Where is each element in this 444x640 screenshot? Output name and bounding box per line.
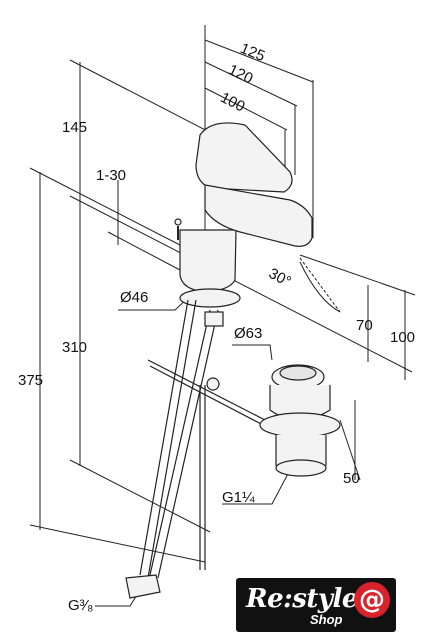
dim-30deg-label: 30° — [266, 265, 294, 291]
tap-body — [174, 122, 313, 308]
extension-line — [29, 167, 181, 246]
extension-line — [107, 231, 181, 271]
angle-line — [299, 257, 341, 313]
dim-100-right-label: 100 — [390, 329, 415, 346]
at-icon: @ — [354, 582, 390, 618]
supply-hoses — [125, 299, 224, 599]
dim-100-top-label: 100 — [218, 89, 248, 116]
dim-310-label: 310 — [62, 339, 87, 356]
dim-line-120 — [204, 61, 298, 107]
leader-63 — [232, 344, 273, 361]
dim-70-label: 70 — [356, 317, 373, 334]
dim-50-label: 50 — [343, 470, 360, 487]
extension-line — [69, 195, 413, 373]
dim-line-100 — [204, 87, 288, 131]
dim-145-label: 145 — [62, 119, 87, 136]
logo-subtext: Shop — [310, 612, 343, 627]
extension-line — [29, 524, 206, 563]
logo-text: Re:style — [246, 584, 358, 614]
dim-line-125 — [204, 39, 314, 83]
extension-line — [339, 419, 361, 481]
dim-125-label: 125 — [238, 40, 268, 65]
thread-g38-label: G³⁄₈ — [68, 597, 93, 614]
dim-375-label: 375 — [18, 372, 43, 389]
waste-fitting — [259, 364, 341, 477]
extension-line — [69, 59, 216, 136]
dim-1-30-label: 1-30 — [96, 167, 126, 184]
thread-g114-label: G1¼ — [222, 489, 255, 506]
dim-63-label: Ø63 — [234, 325, 262, 342]
restyle-shop-logo[interactable]: Re:style @ Shop — [236, 578, 396, 632]
dim-46-label: Ø46 — [120, 289, 148, 306]
pop-up-rod — [147, 359, 266, 570]
extension-line — [69, 459, 211, 533]
extension-line — [299, 254, 416, 296]
leader-g114 — [222, 469, 291, 505]
angle-arc — [299, 261, 341, 313]
